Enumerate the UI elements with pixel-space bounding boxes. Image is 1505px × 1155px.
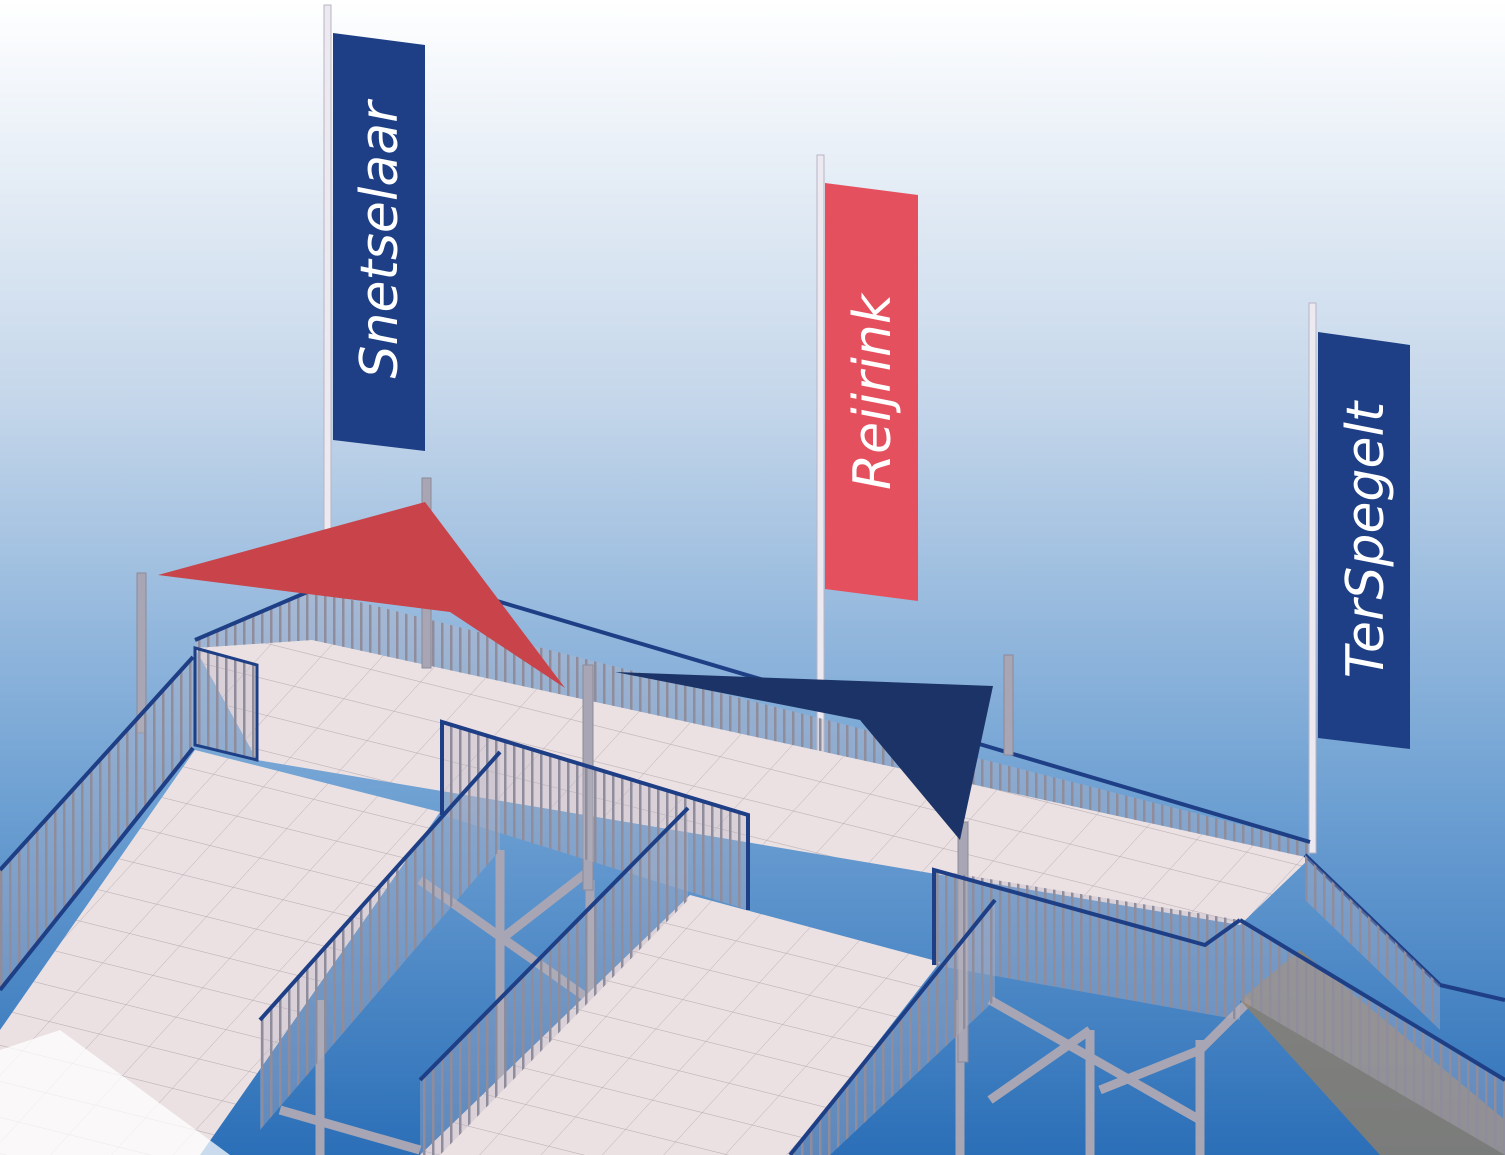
right-handrail [932,867,1242,965]
staircase [1238,853,1505,1155]
right-ramp-handrail [788,898,997,1155]
flag-reijrink: Reijrink [825,183,918,601]
left-ramp-handrail [0,655,195,992]
middle-ramp-handrail [258,750,502,1022]
middle-handrail [440,719,750,910]
shade-sail-red [158,502,565,688]
ramp-foot [0,1030,230,1155]
left-ramp [0,750,440,1155]
shade-sail-blue [615,672,993,840]
left-ramp-railing [0,657,193,990]
middle-ramp-rail-top [418,806,690,1082]
flag-label: Reijrink [843,292,903,490]
flag-label: TerSpegelt [1336,400,1396,678]
landing-railing [193,646,259,762]
middle-ramp [420,895,940,1155]
upper-deck [195,640,1310,925]
middle-ramp-railing [420,808,688,1155]
flag-label: Snetselaar [350,98,410,379]
flag-snetselaar: Snetselaar [333,33,425,451]
flag-terspegelt: TerSpegelt [1318,332,1410,749]
middle-ramp-left-railing [260,752,500,1130]
right-railing [934,870,1240,1020]
back-railing [195,590,1310,858]
